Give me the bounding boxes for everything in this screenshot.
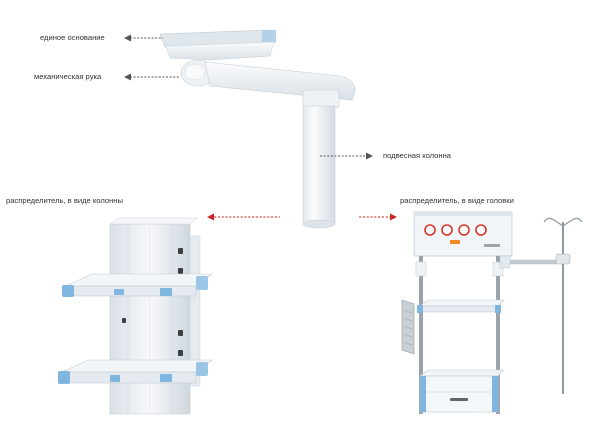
pole-left [419, 256, 423, 414]
iv-hooks [543, 217, 583, 227]
head-shelf [419, 299, 505, 307]
column-distributor [58, 217, 213, 415]
sockets [122, 248, 183, 356]
red-arrow-left [207, 213, 280, 221]
drawer-handle [450, 398, 468, 401]
leader-column [320, 152, 373, 160]
shelf-lower [58, 359, 213, 384]
label-base: единое основание [40, 33, 105, 42]
side-rail [189, 235, 201, 387]
head-sockets [424, 224, 500, 247]
label-column-distributor: распределитель, в виде колонны [6, 196, 123, 205]
label-column: подвесная колонна [383, 151, 452, 160]
base-housing [165, 41, 275, 61]
side-panel [401, 299, 415, 355]
column-collar [302, 89, 340, 109]
ceiling-pendant [159, 29, 356, 229]
red-arrow-right [359, 213, 397, 221]
pole-right [496, 256, 500, 414]
arrow-right-icon [390, 213, 397, 221]
drawer-cabinet [419, 375, 499, 413]
label-arm: механическая рука [34, 72, 102, 81]
pendant-column [302, 105, 336, 225]
leader-base [124, 34, 163, 42]
leader-arm [124, 73, 180, 81]
label-head-distributor: распределитель, в виде головки [400, 196, 514, 205]
base-plate-accent [262, 30, 276, 42]
iv-pole [562, 222, 564, 394]
arrow-left-icon [124, 34, 131, 42]
arrow-left-icon [124, 73, 131, 81]
shelf-upper [62, 273, 213, 297]
head-distributor [401, 211, 583, 414]
arrow-left-icon [207, 213, 214, 221]
arrow-right-icon [366, 152, 373, 160]
